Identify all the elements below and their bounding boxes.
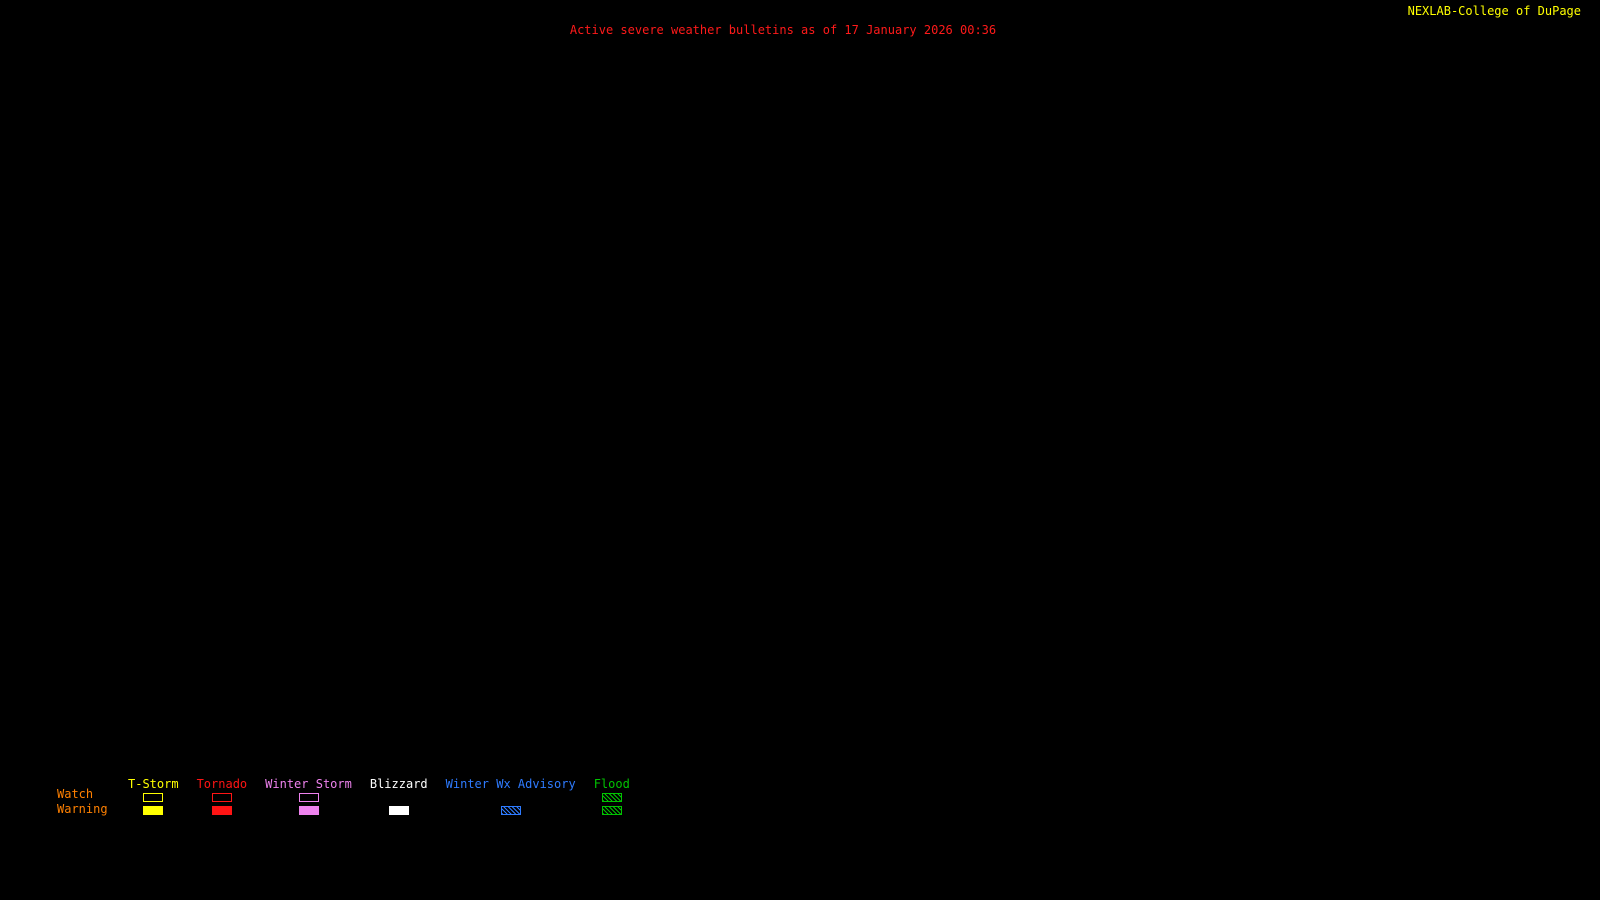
tornado-column-label: Tornado [196,777,248,791]
winter-storm-warning-swatch [298,806,319,815]
blizzard-column-label: Blizzard [369,777,428,791]
warning-row-label: Warning [57,802,108,816]
winter-wx-advisory-warning-swatch [500,806,521,815]
flood-warning-swatch [601,806,622,815]
legend-col-winter-wx-advisory: Winter Wx Advisory [446,778,576,815]
winter-wx-advisory-column-label: Winter Wx Advisory [445,777,576,791]
legend-col-blizzard: Blizzard [370,778,428,815]
tstorm-watch-swatch [143,793,164,802]
legend-row-labels: Watch Warning [57,787,108,817]
blizzard-warning-swatch [388,806,409,815]
tornado-watch-swatch [211,793,232,802]
flood-column-label: Flood [593,777,630,791]
legend: Watch Warning T-Storm Tornado Winter Storm… [57,778,630,817]
watch-row-label: Watch [57,787,94,801]
station-label: NEXLAB-College of DuPage [1407,4,1581,18]
mouse-cursor-icon [1584,5,1594,17]
legend-columns: T-Storm Tornado Winter Storm Blizzard Winter… [128,778,630,815]
tstorm-warning-swatch [143,806,164,815]
winter-storm-column-label: Winter Storm [265,777,352,791]
legend-col-tornado: Tornado [196,777,248,815]
legend-col-winter-storm: Winter Storm [265,778,352,815]
legend-col-tstorm: T-Storm [128,778,179,815]
station-label-container: NEXLAB-College of DuPage [1408,4,1594,18]
tornado-warning-swatch [211,806,232,815]
bulletin-title: Active severe weather bulletins as of 17… [569,23,997,37]
tstorm-column-label: T-Storm [128,777,179,791]
winter-storm-watch-swatch [298,793,319,802]
flood-watch-swatch [601,793,622,802]
legend-col-flood: Flood [594,778,630,815]
